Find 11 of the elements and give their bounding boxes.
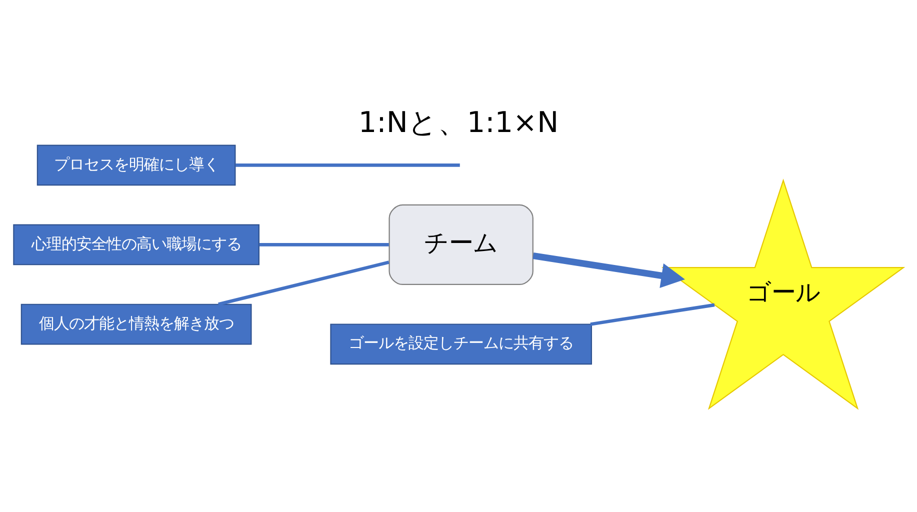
node-box: 心理的安全性の高い職場にする <box>13 224 260 265</box>
connector <box>218 260 390 306</box>
arrow <box>532 252 685 288</box>
node-box: ゴールを設定しチームに共有する <box>330 323 592 364</box>
connector <box>590 302 715 326</box>
diagram-title: 1:Nと、1:1×N <box>358 104 559 138</box>
node-box: 個人の才能と情熱を解き放つ <box>20 303 252 344</box>
node-box: プロセスを明確にし導く <box>36 144 236 186</box>
connector <box>259 242 389 246</box>
node-box: チーム <box>388 204 534 285</box>
connector <box>236 163 460 166</box>
